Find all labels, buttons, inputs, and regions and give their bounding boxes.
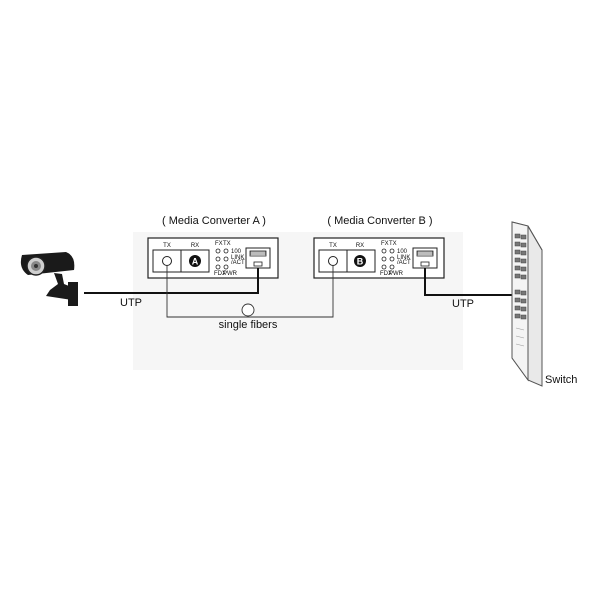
utp-cable-left [84,268,259,294]
converter-b-badge [354,255,366,267]
cctv-camera-icon [20,252,78,306]
converter-a-led-fx: FX [215,241,223,247]
converter-b-led-100: 100 [397,249,408,255]
converter-a-leds [215,248,229,270]
converter-a-tx-connector [162,256,172,266]
converter-b-tx-label: TX [329,243,337,249]
fiber-cable [166,266,334,318]
fiber-label: single fibers [219,319,278,331]
converter-a-rj45-icon [245,247,271,269]
converter-a-led-fdx: FDX [214,271,226,277]
converter-a-led-tx: TX [223,241,231,247]
fiber-connector-icon [241,303,255,317]
converter-b-led-fx: FX [381,241,389,247]
converter-a-tx-label: TX [163,243,171,249]
converter-a-led-act: /ACT [231,260,245,266]
converter-b-title: ( Media Converter B ) [327,215,432,227]
converter-a-badge [189,255,201,267]
converter-b-led-tx: TX [389,241,397,247]
converter-b-badge-text: B [357,257,364,267]
converter-a-led-pwr: PWR [223,271,238,277]
converter-a-rx-label: RX [191,243,199,249]
converter-b-rj45-icon [412,247,438,269]
utp-label-left: UTP [120,297,142,309]
converter-b-leds [381,248,395,270]
utp-cable-right [424,268,516,296]
network-switch-icon [511,221,543,387]
converter-b-led-pwr: PWR [389,271,404,277]
media-converter-a: A TX RX FX TX 100 LINK /ACT FDX PWR ( Me… [147,215,279,279]
converter-b-rx-label: RX [356,243,364,249]
switch-label: Switch [545,374,577,386]
converter-b-led-fdx: FDX [380,271,392,277]
converter-b-led-link: LINK [397,255,410,261]
converter-a-badge-text: A [192,257,199,267]
converter-b-tx-connector [328,256,338,266]
utp-label-right: UTP [452,298,474,310]
converter-a-led-link: LINK [231,255,244,261]
converter-b-led-act: /ACT [397,260,411,266]
converter-a-title: ( Media Converter A ) [162,215,266,227]
converter-a-led-100: 100 [231,249,242,255]
media-converter-b: B TX RX FX TX 100 LINK /ACT FDX PWR ( Me… [313,215,445,279]
